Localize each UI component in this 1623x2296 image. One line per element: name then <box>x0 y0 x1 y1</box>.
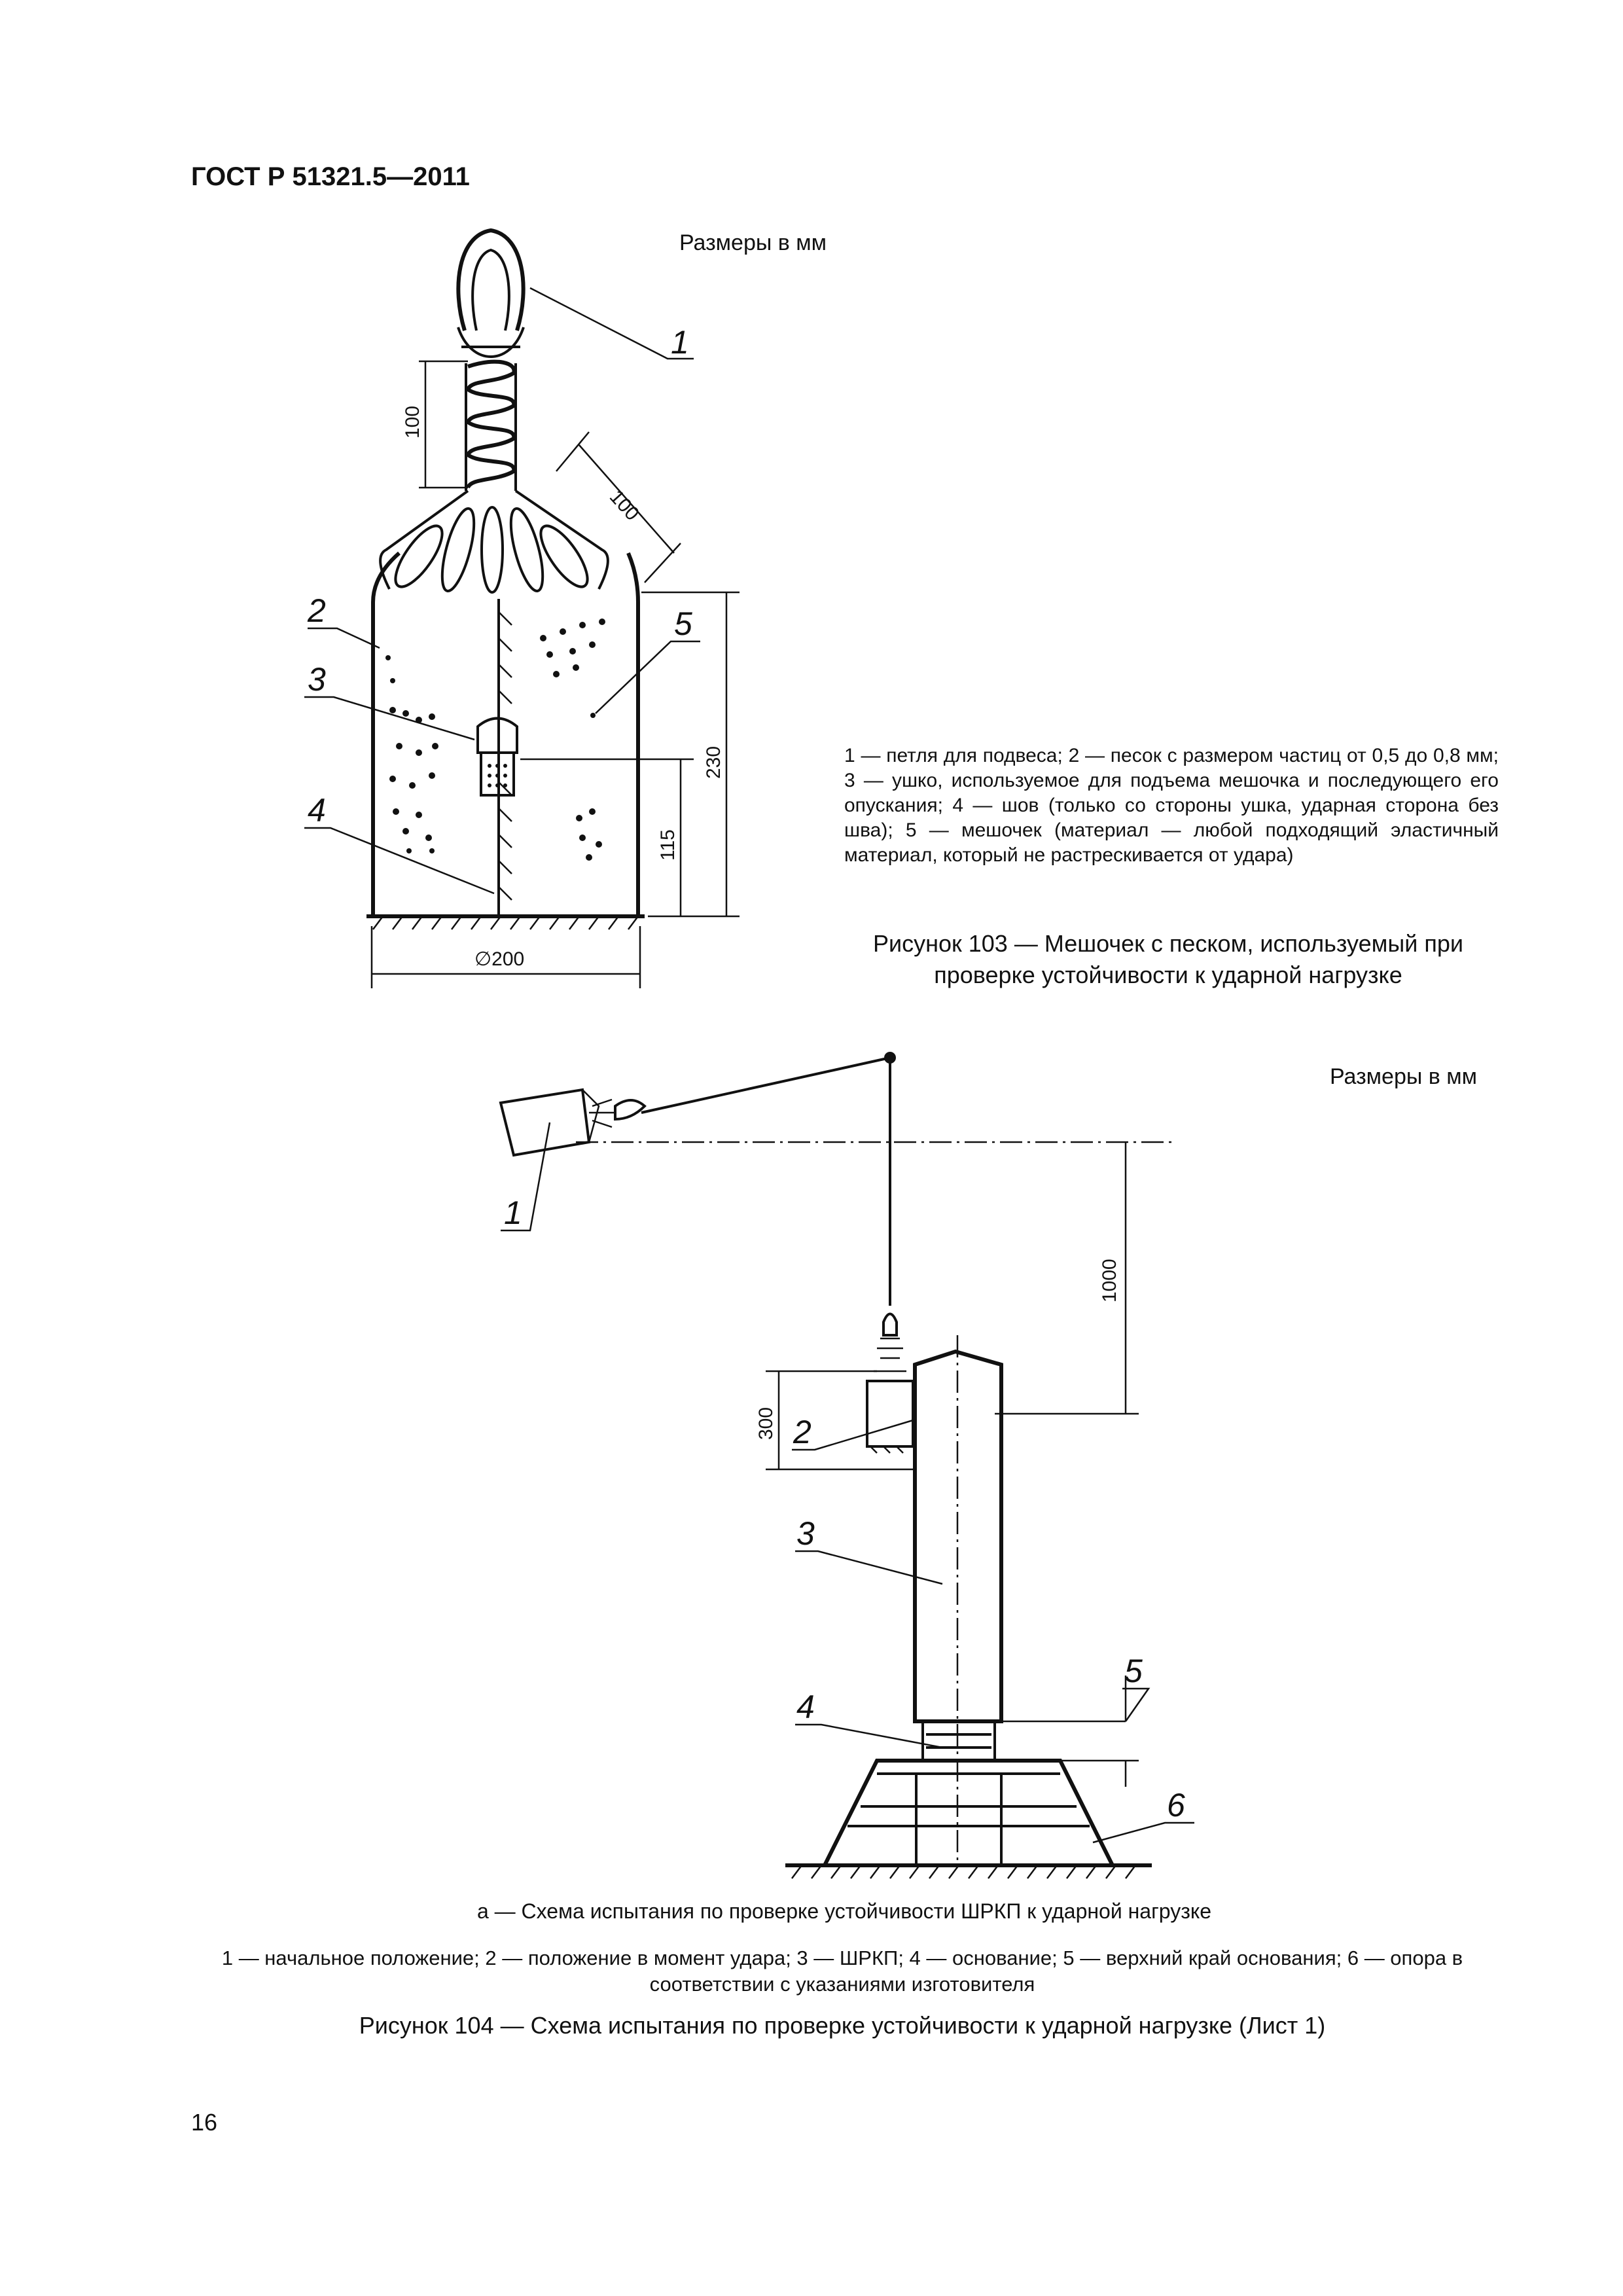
bag-bottom-hatch <box>372 916 639 930</box>
fig104-callout-6: 6 <box>1167 1787 1185 1823</box>
figure-104-subcaption: а — Схема испытания по проверке устойчив… <box>476 1899 1212 1923</box>
dim-height: 230 115 <box>520 591 740 918</box>
figure-104-caption: Рисунок 104 — Схема испытания по проверк… <box>359 2012 1326 2039</box>
dim-diameter: ∅200 <box>370 926 641 988</box>
standard-header: ГОСТ Р 51321.5—2011 <box>191 162 470 191</box>
fig104-callout-1: 1 <box>504 1194 522 1231</box>
figure-104-drawing: 1000 300 1 2 3 5 4 6 <box>499 1052 1194 1879</box>
fig104-callout-2: 2 <box>793 1414 812 1450</box>
fig104-callout-4: 4 <box>796 1689 815 1725</box>
eye-body <box>480 751 515 797</box>
eye-top <box>476 717 518 754</box>
dim-height-text: 230 <box>703 746 724 779</box>
callout-5: 5 <box>674 605 692 642</box>
callouts-fig103: 1 2 3 4 5 <box>304 287 700 895</box>
units-note-fig103: Размеры в мм <box>679 230 827 255</box>
dim-shoulder: 100 <box>556 431 681 583</box>
support-frame <box>821 1759 1116 1867</box>
callout-2: 2 <box>307 592 326 629</box>
fig104-callout-5: 5 <box>1124 1653 1143 1689</box>
bag-sides <box>371 551 640 916</box>
bag-initial-neck <box>582 1089 615 1143</box>
dim-shoulder-text: 100 <box>605 486 643 525</box>
page-number: 16 <box>191 2109 218 2136</box>
figure-103-caption: Рисунок 103 — Мешочек с песком, использу… <box>872 930 1464 988</box>
figure-104-legend: 1 — начальное положение; 2 — положение в… <box>221 1946 1463 1996</box>
coils <box>465 359 517 491</box>
floor-hatch <box>791 1865 1136 1879</box>
seam-hatch <box>498 611 512 901</box>
bag-impact-loop <box>882 1312 898 1336</box>
dim-drop-text: 1000 <box>1099 1259 1120 1302</box>
dim-loop-text: 100 <box>402 406 423 439</box>
dim-loop-length: 100 <box>402 360 468 489</box>
callout-4: 4 <box>308 792 326 829</box>
bag-impact-neck <box>874 1337 906 1372</box>
units-note-fig104: Размеры в мм <box>1330 1064 1478 1089</box>
loop-knot <box>457 327 525 358</box>
rope-initial <box>641 1056 891 1114</box>
callout-3: 3 <box>308 661 326 698</box>
dim-drop-lines <box>995 1142 1139 1415</box>
support-members <box>847 1772 1090 1865</box>
dim-diameter-text: ∅200 <box>474 948 524 970</box>
callout-1: 1 <box>671 324 689 361</box>
dim-base-edge <box>1001 1676 1139 1787</box>
bag-impact <box>866 1380 914 1448</box>
dim-impact-lines <box>766 1370 916 1471</box>
loop-outer <box>456 228 526 331</box>
dim-eye-text: 115 <box>657 829 679 861</box>
bag-initial-loop <box>614 1099 647 1121</box>
cabinet <box>913 1349 1003 1723</box>
sand-particles <box>385 619 605 861</box>
fig104-callout-3: 3 <box>796 1515 815 1552</box>
base-block <box>921 1721 996 1762</box>
dim-impact-text: 300 <box>755 1407 777 1440</box>
figure-103-legend: 1 — петля для подвеса; 2 — песок с разме… <box>844 745 1499 866</box>
bag-neck-folds <box>379 490 609 594</box>
eye-holes <box>488 764 507 787</box>
loop-inner <box>471 248 510 331</box>
